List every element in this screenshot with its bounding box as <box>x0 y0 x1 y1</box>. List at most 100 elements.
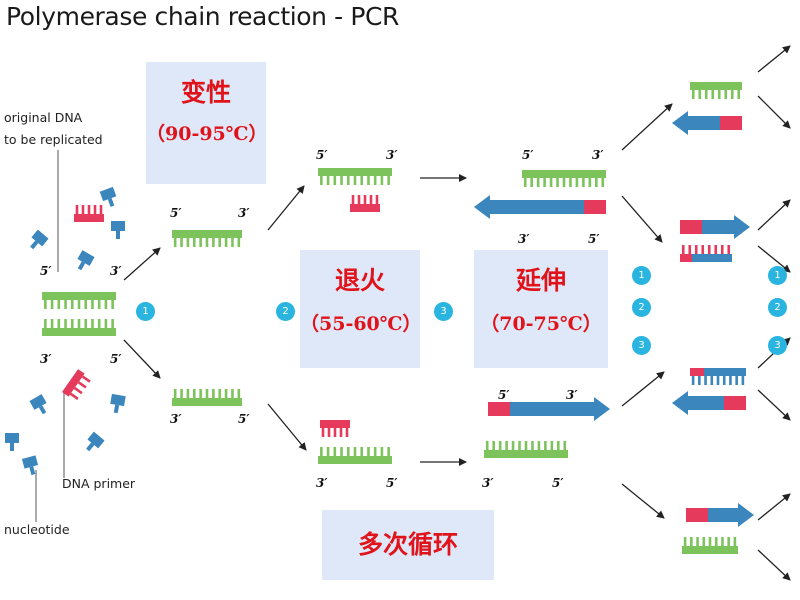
base-tooth <box>353 447 357 456</box>
base-tooth <box>387 447 390 456</box>
base-tooth <box>69 392 79 400</box>
base-tooth <box>704 90 708 99</box>
nucleotide-body <box>111 221 125 231</box>
base-tooth <box>722 376 726 385</box>
nucleotide-stem <box>86 442 95 452</box>
primer-segment <box>724 396 746 410</box>
end-label: 3′ <box>592 148 604 162</box>
base-tooth <box>367 447 370 456</box>
strand-backbone <box>690 82 742 90</box>
end-label: 5′ <box>316 148 328 162</box>
end-label: 3′ <box>170 412 182 426</box>
primer-segment <box>488 402 510 416</box>
nucleotide-body <box>99 186 117 202</box>
base-tooth <box>387 176 390 185</box>
base-tooth <box>717 90 721 99</box>
base-tooth <box>694 245 698 254</box>
base-tooth <box>326 176 330 185</box>
base-tooth <box>683 537 687 546</box>
product-1-template <box>690 82 742 99</box>
base-tooth <box>601 178 605 187</box>
strand-backbone <box>42 328 116 336</box>
strand-backbone <box>690 368 746 376</box>
base-tooth <box>536 178 540 187</box>
base-tooth <box>562 178 566 187</box>
base-tooth <box>81 205 85 214</box>
base-tooth <box>595 178 598 187</box>
arrow-anneal-up <box>267 185 305 231</box>
base-tooth <box>44 300 47 309</box>
original-dna-label-line-2: to be replicated <box>4 132 103 147</box>
base-tooth <box>321 428 325 437</box>
base-tooth <box>721 537 724 546</box>
base-tooth <box>498 441 502 450</box>
base-tooth <box>373 447 377 456</box>
nucleotide-stem <box>77 261 86 271</box>
base-tooth <box>373 176 377 185</box>
extend-bottom-new-strand <box>488 397 610 421</box>
annealing-temp: （55-60℃） <box>300 313 422 335</box>
base-tooth <box>75 205 79 214</box>
base-tooth <box>543 178 546 187</box>
base-tooth <box>716 376 720 385</box>
free-nucleotide <box>21 455 39 476</box>
free-nucleotide <box>30 229 49 250</box>
arrow-product-1 <box>621 103 673 151</box>
base-tooth <box>224 238 228 247</box>
base-tooth <box>70 300 74 309</box>
product-3-red-segment <box>690 368 704 376</box>
nucleotide-stem <box>107 198 115 207</box>
strand-backbone <box>484 450 568 458</box>
free-primer <box>74 205 104 222</box>
base-tooth <box>212 389 215 398</box>
base-tooth <box>733 537 737 546</box>
base-tooth <box>180 389 183 398</box>
base-tooth <box>537 441 541 450</box>
end-label: 5′ <box>588 232 600 246</box>
end-label: 3′ <box>518 232 530 246</box>
base-tooth <box>212 238 215 247</box>
nucleotide-stem <box>116 231 120 239</box>
base-tooth <box>360 176 364 185</box>
arrow-product-3 <box>621 371 665 407</box>
arrow-denature-up <box>123 247 161 281</box>
step-badge-3-right: 3 <box>632 336 651 355</box>
base-tooth <box>77 319 81 328</box>
base-tooth <box>50 319 54 328</box>
base-tooth <box>741 376 745 385</box>
end-label: 3′ <box>110 264 122 278</box>
free-nucleotide <box>99 186 117 207</box>
base-tooth <box>327 428 331 437</box>
base-tooth <box>557 441 560 450</box>
free-nucleotide <box>5 433 19 451</box>
base-tooth <box>326 447 330 456</box>
base-tooth <box>173 389 177 398</box>
nucleotide-body <box>5 433 19 443</box>
base-tooth <box>518 441 521 450</box>
base-tooth <box>714 537 718 546</box>
base-tooth <box>44 319 47 328</box>
strand-backbone <box>320 420 350 428</box>
arrow-product-4 <box>621 483 665 519</box>
base-tooth <box>691 376 695 385</box>
end-label: 3′ <box>316 476 328 490</box>
base-tooth <box>550 441 554 450</box>
base-tooth <box>205 238 209 247</box>
nucleotide-stem <box>30 240 39 250</box>
base-tooth <box>735 376 738 385</box>
extension-box: 延伸 （70-75℃） <box>474 250 608 368</box>
base-tooth <box>688 245 692 254</box>
base-tooth <box>84 300 88 309</box>
product-3-template <box>690 368 746 385</box>
end-label: 5′ <box>386 476 398 490</box>
base-tooth <box>531 441 534 450</box>
base-tooth <box>64 319 67 328</box>
nucleotide-stem <box>113 404 120 414</box>
free-nucleotide <box>29 394 47 415</box>
denaturation-box: 变性 （90-95℃） <box>146 62 268 184</box>
base-tooth <box>737 90 741 99</box>
extension-label: 延伸 <box>515 266 566 295</box>
step-badge-1: 1 <box>136 302 155 321</box>
base-tooth <box>698 90 702 99</box>
